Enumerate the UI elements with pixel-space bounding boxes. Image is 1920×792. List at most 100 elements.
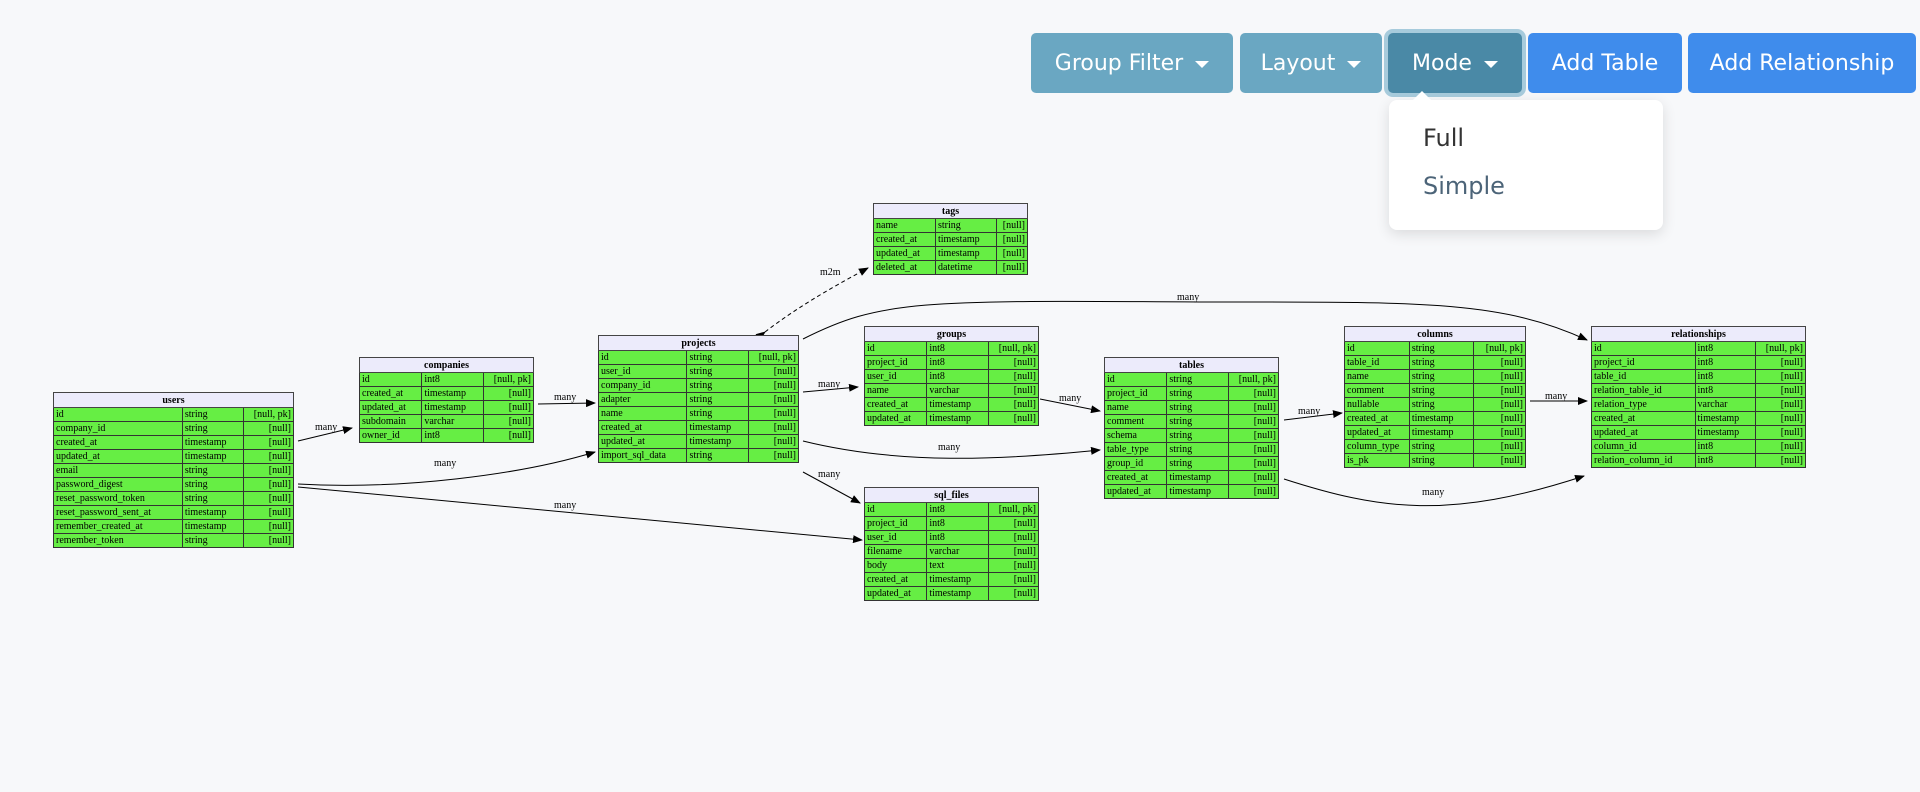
- column-type: int8: [1694, 355, 1757, 370]
- column-name: updated_at: [597, 434, 688, 449]
- column-extra: [null]: [747, 434, 800, 449]
- add-relationship-button[interactable]: Add Relationship: [1688, 33, 1916, 93]
- column-name: updated_at: [873, 246, 936, 261]
- mode-button[interactable]: Mode: [1388, 33, 1522, 93]
- column-name: created_at: [597, 420, 688, 435]
- group-filter-button[interactable]: Group Filter: [1031, 33, 1233, 93]
- column-name: name: [863, 383, 928, 398]
- mode-option-simple[interactable]: Simple: [1423, 172, 1505, 200]
- column-name: id: [863, 341, 928, 356]
- column-name: email: [53, 463, 183, 478]
- column-type: string: [181, 533, 245, 548]
- column-name: created_at: [1344, 411, 1410, 426]
- table-title: tags: [873, 203, 1028, 219]
- add-table-button[interactable]: Add Table: [1528, 33, 1682, 93]
- add-relationship-label: Add Relationship: [1709, 50, 1895, 76]
- add-table-label: Add Table: [1551, 50, 1659, 76]
- mode-option-full[interactable]: Full: [1423, 124, 1465, 152]
- column-type: timestamp: [1408, 411, 1474, 426]
- column-extra: [null, pk]: [1472, 341, 1527, 356]
- column-name: created_at: [1591, 411, 1696, 426]
- layout-button[interactable]: Layout: [1240, 33, 1382, 93]
